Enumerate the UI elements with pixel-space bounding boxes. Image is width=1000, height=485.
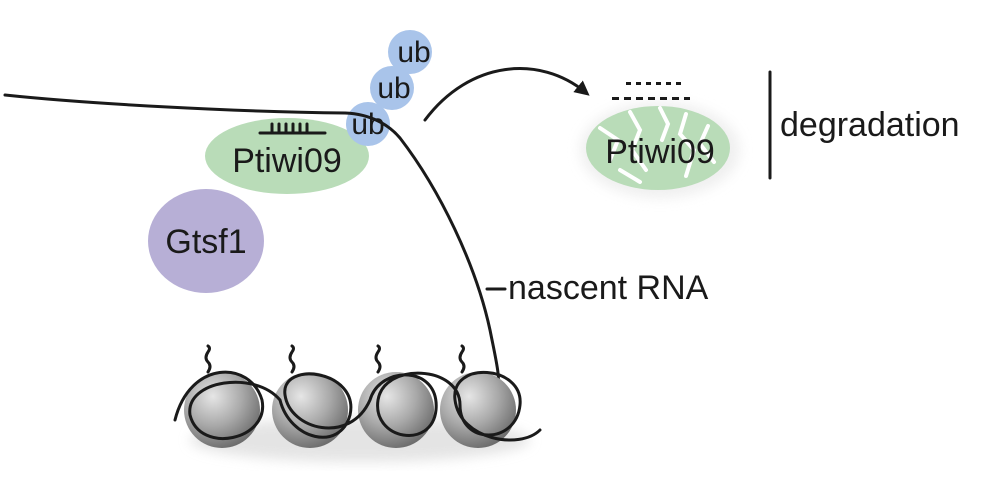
- histone-tails: [204, 344, 466, 374]
- gtsf1-protein: Gtsf1: [148, 189, 264, 293]
- ub-circle-top: [388, 30, 432, 74]
- ub-circle-middle: [370, 66, 414, 110]
- ptiwi09-bound-label: Ptiwi09: [232, 142, 342, 180]
- degraded-small-rna: [612, 82, 690, 100]
- gtsf1-label: Gtsf1: [165, 223, 246, 261]
- nascent-rna-strand: [3, 93, 501, 397]
- ub-label-middle: ub: [377, 72, 410, 105]
- nucleosome-3: [358, 372, 434, 448]
- ubiquitin-chain: ub ub ub: [346, 30, 432, 146]
- nascent-rna-label: nascent RNA: [508, 269, 709, 307]
- chromatin: [173, 344, 542, 462]
- ptiwi09-degraded-label: Ptiwi09: [605, 133, 715, 171]
- degradation-label: degradation: [780, 106, 960, 144]
- ub-label-top: ub: [397, 36, 430, 69]
- small-rna-guide: [258, 122, 327, 135]
- dna-wrap: [173, 370, 542, 442]
- nucleosome-4: [440, 372, 516, 448]
- ptiwi09-degraded: Ptiwi09: [580, 82, 740, 198]
- ptiwi09-bound: Ptiwi09: [205, 118, 369, 194]
- degradation-arrow: [423, 67, 590, 122]
